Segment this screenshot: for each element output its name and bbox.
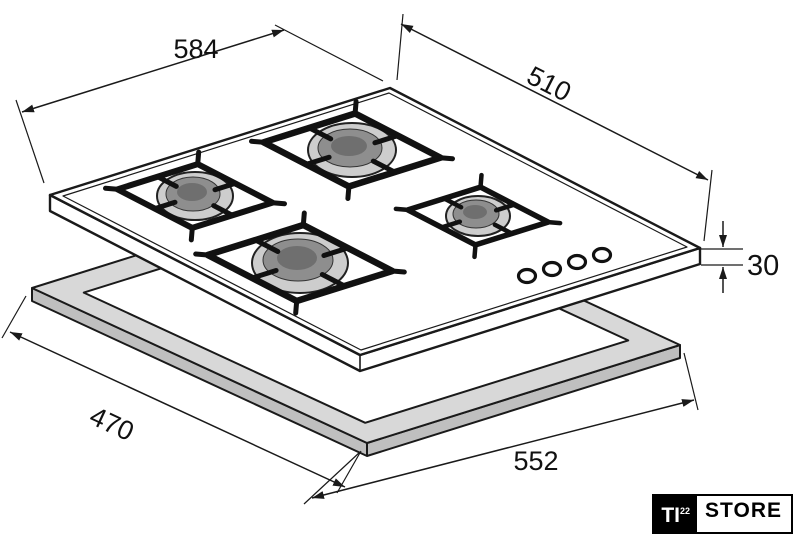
knob-2 (541, 260, 563, 278)
dim-552: 552 (303, 352, 699, 505)
dim-30-extension-lines (697, 248, 743, 266)
grate-front-right (393, 172, 563, 260)
burner-cap (177, 183, 207, 201)
ti-logo-sup: 22 (680, 506, 691, 516)
dim-30-label: 30 (747, 250, 779, 282)
knob-3 (566, 253, 588, 271)
burner-cap (463, 205, 487, 219)
hob-body (48, 86, 702, 373)
dim-584: 584 (15, 24, 384, 184)
store-logo-text: STORE (705, 499, 782, 522)
dim-30: 30 (697, 221, 779, 293)
dim-552-label: 552 (513, 446, 558, 476)
control-knobs (516, 246, 613, 285)
dim-470-label: 470 (85, 401, 139, 447)
dim-552-line (311, 399, 695, 499)
grate-back-left (103, 149, 287, 243)
grate-front-left (193, 210, 407, 316)
dim-584-line (21, 29, 285, 113)
hob-top-surface (48, 86, 702, 357)
burner-cap (331, 136, 367, 156)
knob-1 (516, 267, 538, 285)
dim-470-line (9, 331, 346, 488)
ti-store-logo: TI22 STORE (652, 494, 793, 534)
hob-top-rim (62, 92, 688, 351)
ti-logo-text: TI (661, 504, 681, 527)
dim-510-label: 510 (522, 60, 576, 107)
dim-584-extension-lines (15, 24, 384, 184)
dim-510-line (400, 23, 709, 181)
ti-logo-mark: TI22 (654, 496, 698, 532)
burner-cap (277, 246, 317, 270)
knob-4 (591, 246, 613, 264)
dim-584-label: 584 (173, 34, 218, 64)
